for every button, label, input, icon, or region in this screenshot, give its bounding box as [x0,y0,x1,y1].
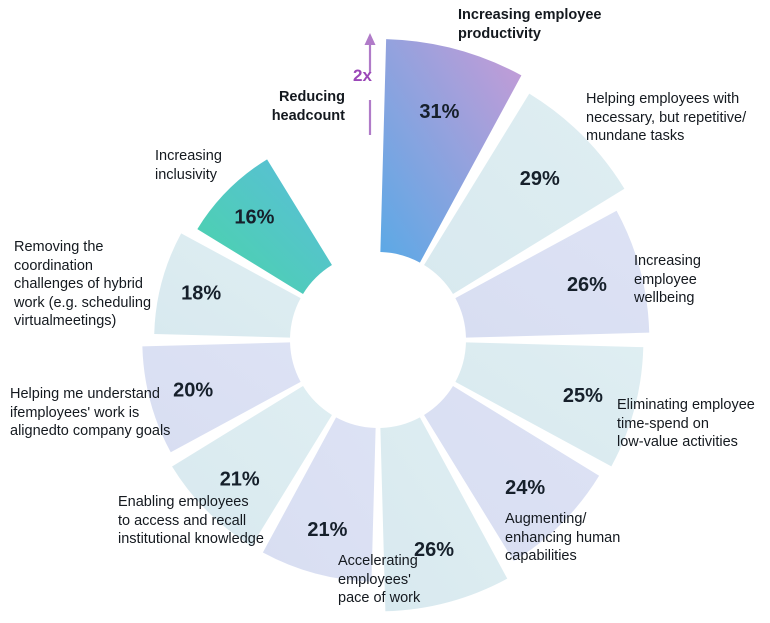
donut-segment-institutional-knowledge-recall[interactable] [262,417,376,582]
label-hybrid-work-coordination: Removing the coordination challenges of … [14,239,152,330]
donut-segment-work-aligned-to-company-goals[interactable] [172,386,332,546]
donut-segment-increasing-inclusivity[interactable] [154,233,301,338]
donut-segment-augmenting-human-capabilities[interactable] [424,386,600,562]
donut-value-labels-group: 31% 29% 26% 25% 24% 26% 21% 21% 20% 18% 16% [173,101,607,561]
label-increasing-inclusivity: Increasing inclusivity [155,148,222,183]
label-accelerating-pace-of-work: Accelerating employees' pace of work [338,553,421,607]
value-label-hybrid-work-coordination: 20% [173,380,213,402]
donut-segment-increasing-employee-productivity[interactable] [380,39,522,263]
two-x-annotation-label: 2x [353,66,372,85]
donut-segment-accelerating-pace-of-work[interactable] [380,417,508,612]
value-label-increasing-employee-productivity: 31% [419,101,459,123]
label-increasing-employee-wellbeing: Increasing employee wellbeing [634,253,701,307]
label-institutional-knowledge-recall: Enabling employees to access and recall … [118,494,264,548]
value-label-institutional-knowledge-recall: 21% [307,519,347,541]
value-label-accelerating-pace-of-work: 26% [414,539,454,561]
label-augmenting-human-capabilities: Augmenting/ enhancing human capabilities [505,511,621,565]
donut-segment-repetitive-mundane-tasks[interactable] [424,93,625,294]
label-increasing-employee-productivity: Increasing employee productivity [458,7,602,42]
label-work-aligned-to-company-goals: Helping me understand ifemployees' work … [10,386,171,440]
label-eliminating-low-value-time-spend: Eliminating employee time-spend on low-v… [617,397,755,451]
value-label-eliminating-low-value-time-spend: 25% [563,385,603,407]
value-label-reducing-headcount: 16% [234,206,274,228]
value-label-work-aligned-to-company-goals: 21% [220,468,260,490]
value-label-increasing-inclusivity: 18% [181,283,221,305]
value-label-increasing-employee-wellbeing: 26% [567,274,607,296]
label-reducing-headcount: Reducing headcount [271,89,345,124]
donut-segment-hybrid-work-coordination[interactable] [142,342,301,453]
donut-segments-group [142,39,650,612]
donut-segment-eliminating-low-value-time-spend[interactable] [455,342,644,467]
donut-segment-increasing-employee-wellbeing[interactable] [455,210,650,338]
two-x-annotation-arrow [364,33,376,135]
value-label-augmenting-human-capabilities: 24% [505,477,545,499]
donut-segment-reducing-headcount[interactable] [197,159,332,294]
label-repetitive-mundane-tasks: Helping employees with necessary, but re… [586,91,747,145]
value-label-repetitive-mundane-tasks: 29% [520,168,560,190]
